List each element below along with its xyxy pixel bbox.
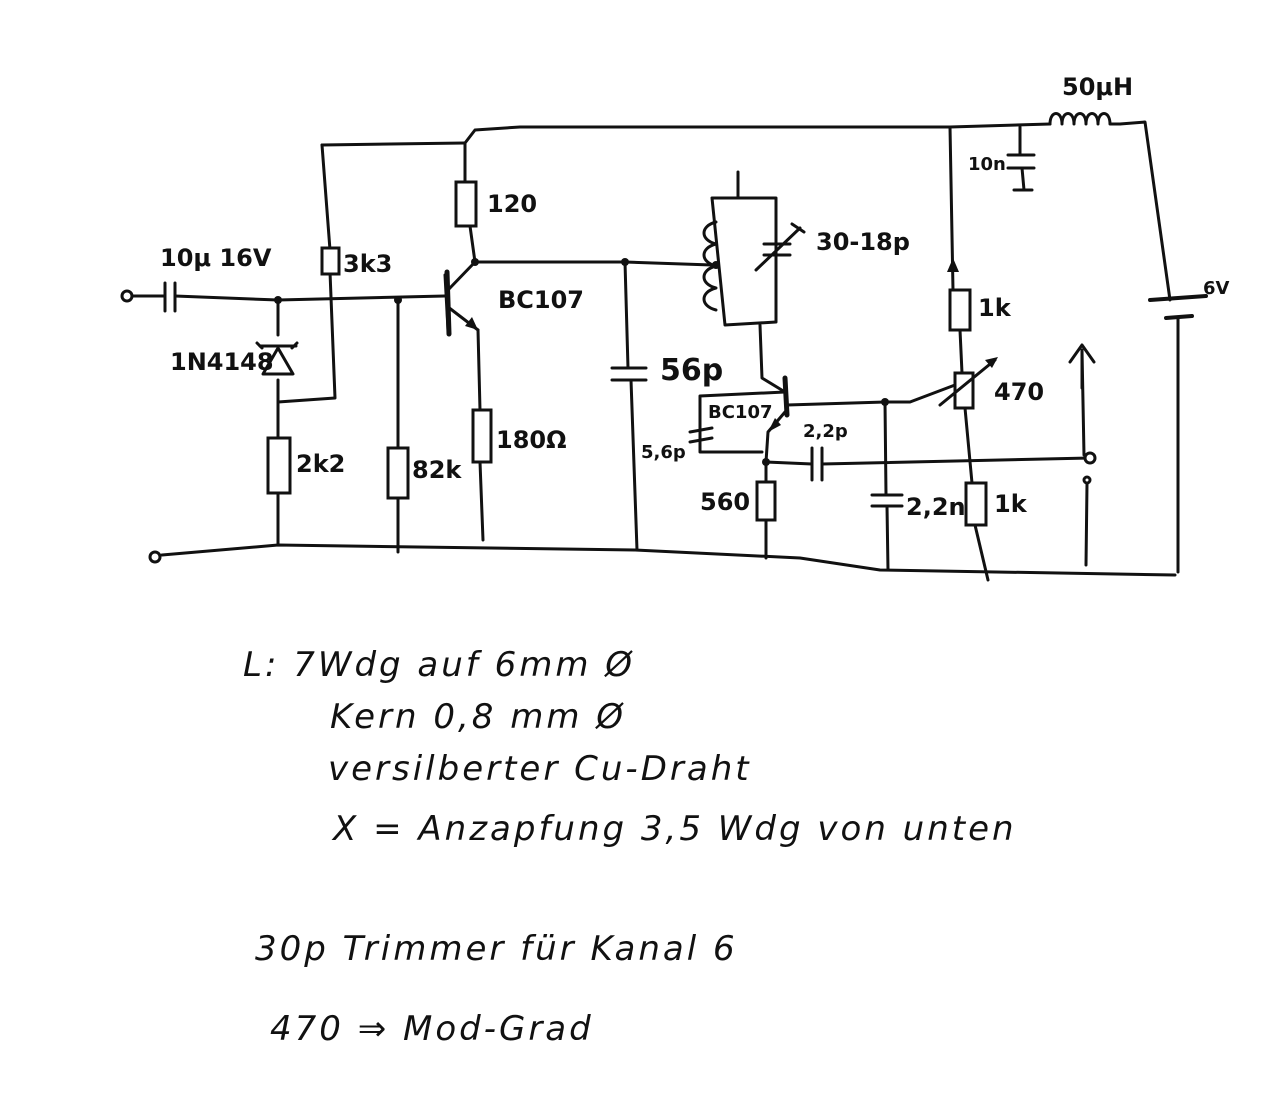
- coil-tap: [712, 261, 720, 269]
- transistor-2-emitter-arrow: [768, 418, 781, 432]
- resistor-560: [755, 480, 777, 522]
- label-battery: 6V: [1203, 278, 1230, 299]
- battery-symbol: [1148, 294, 1208, 320]
- label-resistor-3k3: 3k3: [343, 250, 392, 278]
- output-terminal-signal: [1083, 451, 1097, 465]
- note-wire: versilberter Cu-Draht: [328, 749, 752, 789]
- resistor-2k2: [266, 436, 292, 495]
- supply-arrow: [947, 258, 959, 272]
- ground-terminal: [148, 550, 162, 564]
- potentiometer-470-symbol: [938, 357, 998, 410]
- label-diode: 1N4148: [170, 348, 274, 376]
- input-capacitor-symbol: [163, 281, 177, 313]
- label-resistor-180: 180Ω: [496, 426, 567, 454]
- label-trimmer: 30-18p: [816, 228, 910, 256]
- resistor-3k3: [320, 246, 341, 276]
- note-modulation: 470 ⇒ Mod-Grad: [270, 1009, 594, 1049]
- note-trimmer: 30p Trimmer für Kanal 6: [255, 929, 738, 969]
- capacitor-5p6-symbol: [688, 426, 714, 444]
- resistor-1k-bottom: [964, 481, 988, 527]
- output-arrow-icon: [1068, 343, 1096, 390]
- transistor-2-base: [782, 375, 790, 418]
- label-resistor-560: 560: [700, 488, 750, 516]
- resistor-180: [471, 408, 493, 464]
- label-capacitor-5p6: 5,6p: [641, 442, 686, 463]
- diode-symbol: [255, 341, 299, 376]
- resistor-1k-top: [948, 288, 972, 332]
- choke-50uh-symbol: [1048, 112, 1122, 126]
- transistor-1-base: [444, 269, 452, 337]
- trimmer-capacitor-symbol: [754, 222, 806, 272]
- label-input-capacitor: 10μ 16V: [160, 244, 272, 272]
- note-coil-turns: L: 7Wdg auf 6mm Ø: [243, 645, 635, 685]
- label-resistor-82k: 82k: [412, 456, 462, 484]
- label-resistor-1k-top: 1k: [978, 294, 1012, 322]
- component-labels: 10μ 16V 3k3 120 BC107 1N4148 180Ω 2k2 82…: [160, 73, 1230, 521]
- label-resistor-2k2: 2k2: [296, 450, 345, 478]
- label-capacitor-2n2: 2,2n: [906, 493, 966, 521]
- capacitor-2n2-symbol: [870, 493, 904, 508]
- label-potentiometer-470: 470: [994, 378, 1044, 406]
- capacitor-10n-symbol: [1006, 153, 1036, 192]
- capacitor-56p-symbol: [610, 366, 648, 382]
- transistor-1-emitter-arrow: [465, 317, 478, 330]
- junction-dots: [274, 258, 889, 466]
- note-core: Kern 0,8 mm Ø: [330, 697, 626, 737]
- output-terminal-ground: [1082, 475, 1092, 485]
- wires: [129, 120, 1180, 582]
- resistor-120: [454, 180, 478, 228]
- label-capacitor-10n: 10n: [968, 154, 1006, 175]
- label-capacitor-56p: 56p: [660, 353, 723, 388]
- label-transistor-1: BC107: [498, 286, 584, 314]
- capacitor-2p2-symbol: [810, 446, 824, 482]
- label-capacitor-2p2: 2,2p: [803, 421, 848, 442]
- notes-block: L: 7Wdg auf 6mm Ø Kern 0,8 mm Ø versilbe…: [243, 645, 1017, 1049]
- note-tap: X = Anzapfung 3,5 Wdg von unten: [331, 809, 1017, 849]
- label-resistor-120: 120: [487, 190, 537, 218]
- resistor-82k: [386, 446, 410, 500]
- input-terminal: [120, 289, 134, 303]
- label-choke: 50μH: [1062, 73, 1133, 101]
- label-transistor-2: BC107: [708, 402, 773, 423]
- label-resistor-1k-bottom: 1k: [994, 490, 1028, 518]
